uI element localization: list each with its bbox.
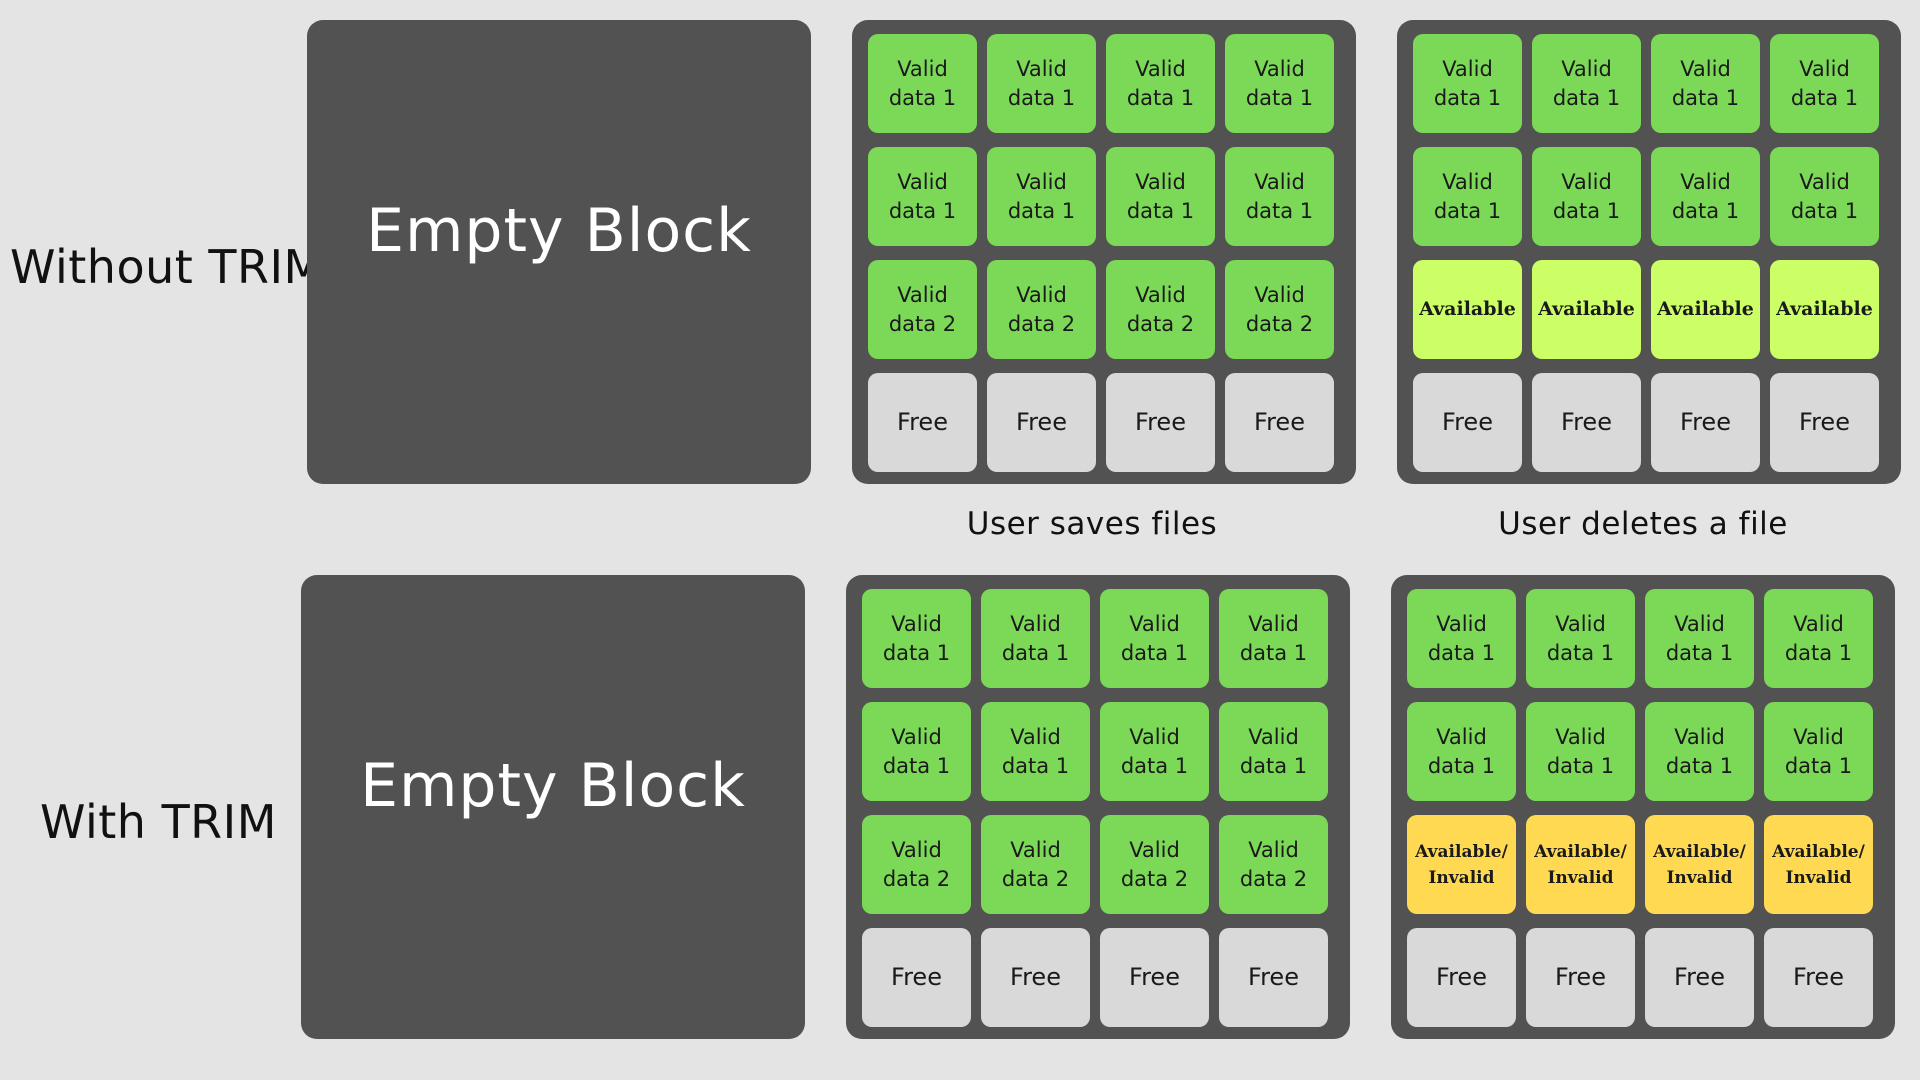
page-cell-valid: Valid data 1	[1225, 34, 1334, 133]
page-cell-free: Free	[1770, 373, 1879, 472]
empty-block-label: Empty Block	[360, 751, 746, 821]
page-cell-free: Free	[1645, 928, 1754, 1027]
page-cell-free: Free	[1100, 928, 1209, 1027]
page-cell-valid: Valid data 2	[1219, 815, 1328, 914]
page-cell-available: Available	[1770, 260, 1879, 359]
page-cell-valid: Valid data 1	[1100, 589, 1209, 688]
page-cell-valid: Valid data 1	[1532, 34, 1641, 133]
page-cell-free: Free	[1219, 928, 1328, 1027]
row-label-with-trim: With TRIM	[40, 795, 277, 849]
page-cell-valid: Valid data 1	[1526, 589, 1635, 688]
row-label-without-trim: Without TRIM	[10, 240, 324, 294]
page-cell-valid: Valid data 1	[1219, 589, 1328, 688]
page-cell-valid: Valid data 1	[981, 589, 1090, 688]
page-cell-valid: Valid data 2	[981, 815, 1090, 914]
page-cell-valid: Valid data 1	[862, 589, 971, 688]
page-cell-free: Free	[1764, 928, 1873, 1027]
page-cell-valid: Valid data 1	[1651, 147, 1760, 246]
page-cell-valid: Valid data 2	[1225, 260, 1334, 359]
page-cell-valid: Valid data 1	[1225, 147, 1334, 246]
page-cell-free: Free	[1526, 928, 1635, 1027]
page-cell-valid: Valid data 1	[1645, 702, 1754, 801]
page-cell-free: Free	[1651, 373, 1760, 472]
page-cell-valid: Valid data 1	[868, 147, 977, 246]
page-cell-valid: Valid data 1	[1764, 702, 1873, 801]
page-cell-valid: Valid data 1	[1100, 702, 1209, 801]
page-cell-valid: Valid data 1	[1526, 702, 1635, 801]
empty-block-with-trim: Empty Block	[301, 575, 805, 1039]
page-cell-available: Available	[1651, 260, 1760, 359]
page-cell-valid: Valid data 1	[1770, 34, 1879, 133]
empty-block-label: Empty Block	[366, 196, 752, 266]
page-cell-free: Free	[1407, 928, 1516, 1027]
page-cell-available: Available	[1532, 260, 1641, 359]
page-cell-valid: Valid data 1	[1770, 147, 1879, 246]
page-cell-free: Free	[868, 373, 977, 472]
page-cell-valid: Valid data 1	[1413, 147, 1522, 246]
page-cell-valid: Valid data 1	[868, 34, 977, 133]
page-cell-available: Available	[1413, 260, 1522, 359]
caption-user-saves-files: User saves files	[966, 506, 1218, 542]
page-cell-valid: Valid data 2	[868, 260, 977, 359]
page-cell-free: Free	[1106, 373, 1215, 472]
page-cell-valid: Valid data 1	[1407, 702, 1516, 801]
page-cell-free: Free	[1532, 373, 1641, 472]
page-cell-valid: Valid data 1	[981, 702, 1090, 801]
page-cell-valid: Valid data 1	[862, 702, 971, 801]
page-cell-free: Free	[1225, 373, 1334, 472]
page-cell-invalid: Available/ Invalid	[1764, 815, 1873, 914]
page-cell-valid: Valid data 1	[1645, 589, 1754, 688]
page-cell-invalid: Available/ Invalid	[1526, 815, 1635, 914]
page-cell-invalid: Available/ Invalid	[1407, 815, 1516, 914]
page-cell-valid: Valid data 1	[1413, 34, 1522, 133]
page-cell-valid: Valid data 1	[1219, 702, 1328, 801]
page-cell-valid: Valid data 1	[1651, 34, 1760, 133]
page-cell-valid: Valid data 2	[862, 815, 971, 914]
page-cell-valid: Valid data 2	[987, 260, 1096, 359]
page-cell-valid: Valid data 1	[1532, 147, 1641, 246]
page-cell-valid: Valid data 1	[987, 34, 1096, 133]
page-cell-valid: Valid data 1	[1106, 147, 1215, 246]
page-cell-valid: Valid data 1	[987, 147, 1096, 246]
page-cell-valid: Valid data 1	[1764, 589, 1873, 688]
caption-user-deletes-a-file: User deletes a file	[1498, 506, 1788, 542]
page-cell-invalid: Available/ Invalid	[1645, 815, 1754, 914]
page-cell-free: Free	[981, 928, 1090, 1027]
page-cell-free: Free	[862, 928, 971, 1027]
page-cell-free: Free	[1413, 373, 1522, 472]
page-cell-free: Free	[987, 373, 1096, 472]
page-cell-valid: Valid data 1	[1106, 34, 1215, 133]
page-cell-valid: Valid data 2	[1100, 815, 1209, 914]
page-cell-valid: Valid data 2	[1106, 260, 1215, 359]
page-cell-valid: Valid data 1	[1407, 589, 1516, 688]
empty-block-without-trim: Empty Block	[307, 20, 811, 484]
